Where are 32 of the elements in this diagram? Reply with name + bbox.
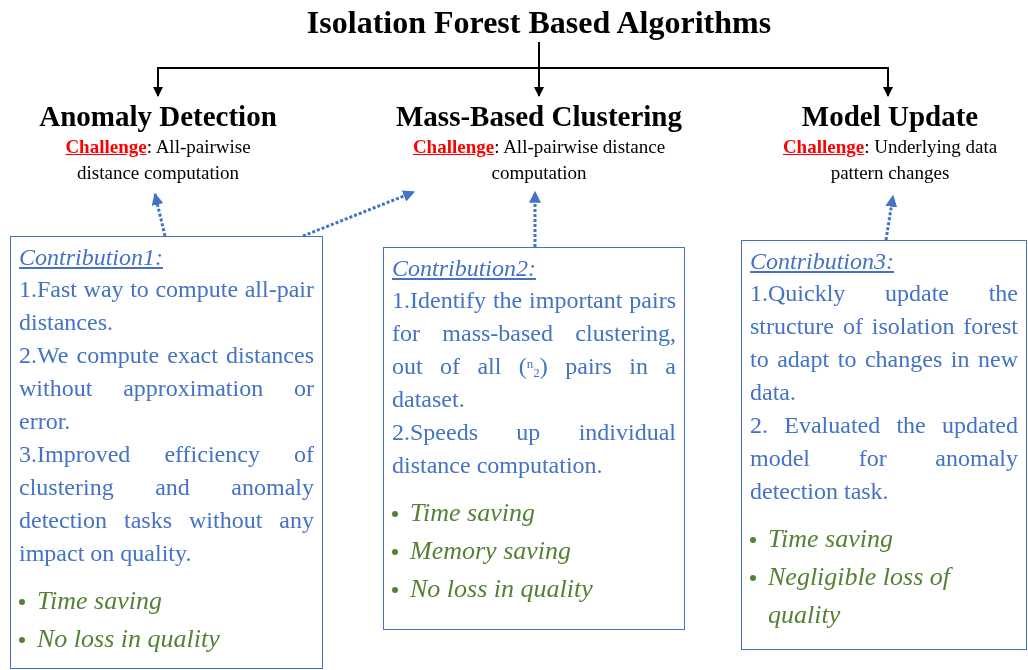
dotted-arrow bbox=[151, 192, 167, 237]
arrow bbox=[538, 41, 893, 97]
benefit-text: Time saving bbox=[768, 523, 893, 555]
contribution-item: 2. Evaluated the updated model for anomaly detection task. bbox=[750, 411, 1018, 506]
contribution-heading: Contribution2: bbox=[392, 254, 536, 283]
category-heading: Model Update bbox=[801, 99, 979, 134]
category-heading: Mass-Based Clustering bbox=[396, 99, 682, 134]
category-heading: Anomaly Detection bbox=[39, 99, 277, 134]
benefit-text: Time saving bbox=[410, 497, 535, 529]
contribution-item: 2.We compute exact distances without approximation or error. bbox=[19, 341, 314, 436]
dotted-arrow bbox=[884, 194, 898, 241]
diagram-title: Isolation Forest Based Algorithms bbox=[254, 2, 824, 42]
contribution-heading: Contribution1: bbox=[19, 243, 163, 272]
dotted-arrow bbox=[529, 190, 541, 247]
contribution-box bbox=[741, 240, 1027, 650]
benefit-text: No loss in quality bbox=[410, 573, 593, 605]
challenge-text: Challenge: All-pairwise distance computation bbox=[411, 135, 667, 185]
contribution-item: 1.Fast way to compute all-pair distances. bbox=[19, 275, 314, 337]
contribution-item: 1.Identify the important pairs for mass-based clustering, out of all ($^{n}$$_{2}$) pairs in a dataset. bbox=[392, 286, 676, 414]
benefit-text: Time saving bbox=[37, 585, 162, 617]
benefit-text: Memory saving bbox=[410, 535, 571, 567]
contribution-item: 1.Quickly update the structure of isolation forest to adapt to changes in new data. bbox=[750, 279, 1018, 407]
contribution-box bbox=[10, 236, 323, 669]
challenge-text: Challenge: All-pairwise distance computation bbox=[64, 135, 252, 185]
contribution-box bbox=[383, 247, 685, 630]
contribution-item: 2.Speeds up individual distance computation. bbox=[392, 418, 676, 480]
benefit-text: Negligible loss of quality bbox=[768, 558, 1018, 634]
challenge-text: Challenge: Underlying data pattern changes bbox=[781, 135, 999, 185]
contribution-heading: Contribution3: bbox=[750, 247, 894, 276]
dotted-arrow bbox=[302, 190, 416, 238]
benefit-text: No loss in quality bbox=[37, 623, 220, 655]
contribution-item: 3.Improved efficiency of clustering and anomaly detection tasks without any impact on quality. bbox=[19, 440, 314, 568]
